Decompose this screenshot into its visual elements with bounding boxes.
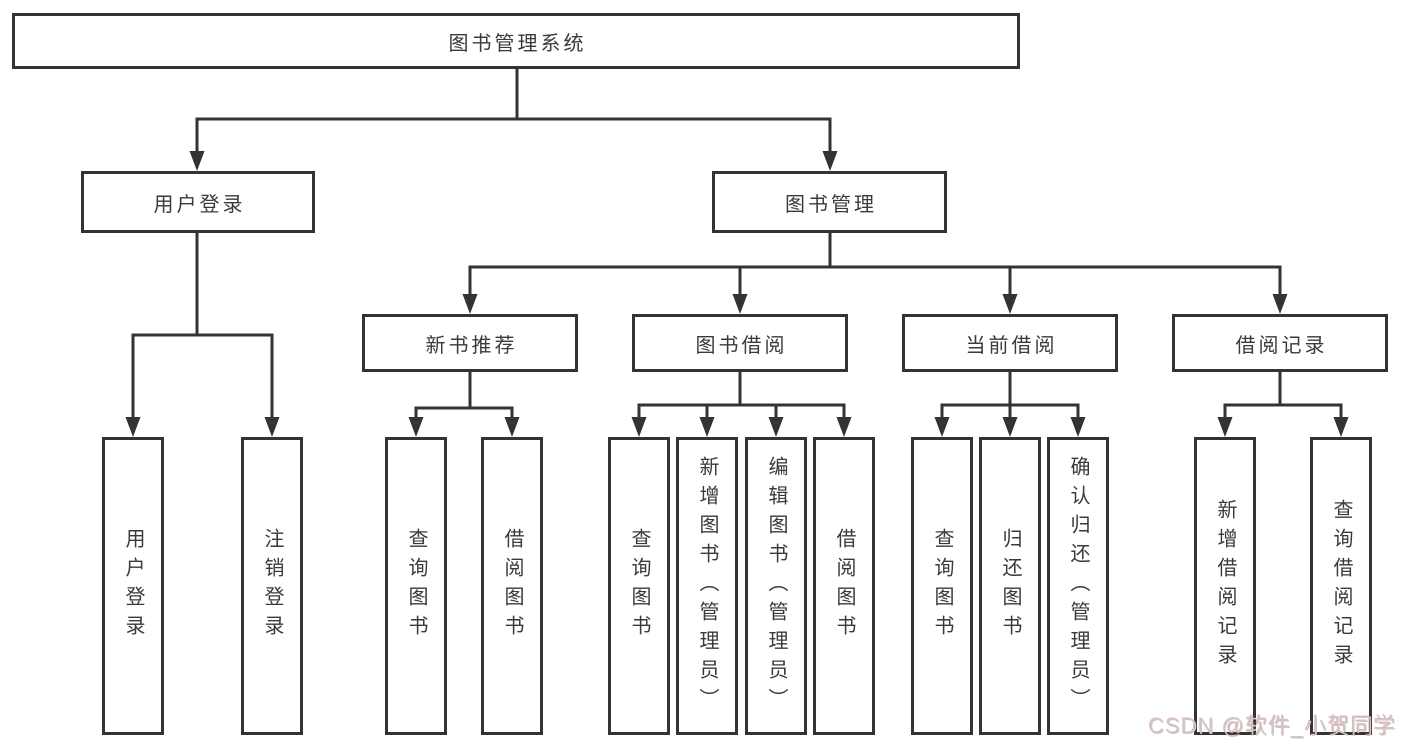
leaf-borrow-books: 借阅图书 bbox=[813, 437, 875, 735]
leaf-add-books-admin: 新增图书（管理员） bbox=[676, 437, 738, 735]
arrowheads bbox=[125, 151, 1349, 437]
csdn-watermark: CSDN @软件_小贺同学 bbox=[1148, 714, 1397, 739]
leaf-query-books-current: 查询图书 bbox=[911, 437, 973, 735]
leaf-confirm-return-admin: 确认归还（管理员） bbox=[1047, 437, 1109, 735]
node-label: 查询图书 bbox=[628, 528, 650, 644]
node-label: 新书推荐 bbox=[425, 334, 518, 357]
node-label: 图书管理系统 bbox=[448, 32, 587, 55]
leaf-return-books: 归还图书 bbox=[979, 437, 1041, 735]
node-label: 借阅图书 bbox=[833, 528, 855, 644]
leaf-query-books-recommend: 查询图书 bbox=[385, 437, 447, 735]
node-label: 归还图书 bbox=[999, 528, 1021, 644]
node-label: 注销登录 bbox=[261, 528, 283, 644]
node-label: 新增图书（管理员） bbox=[696, 455, 718, 717]
leaf-query-books-borrowing: 查询图书 bbox=[608, 437, 670, 735]
node-label: 新增借阅记录 bbox=[1214, 499, 1236, 673]
node-current-borrowing: 当前借阅 bbox=[902, 314, 1118, 372]
leaf-logout: 注销登录 bbox=[241, 437, 303, 735]
node-book-borrowing: 图书借阅 bbox=[632, 314, 848, 372]
node-label: 查询图书 bbox=[405, 528, 427, 644]
node-label: 图书借阅 bbox=[695, 334, 788, 357]
node-label: 查询图书 bbox=[931, 528, 953, 644]
leaf-borrow-books-recommend: 借阅图书 bbox=[481, 437, 543, 735]
node-label: 用户登录 bbox=[153, 193, 246, 216]
leaf-add-borrow-record: 新增借阅记录 bbox=[1194, 437, 1256, 735]
node-label: 用户登录 bbox=[122, 528, 144, 644]
node-label: 编辑图书（管理员） bbox=[765, 455, 787, 717]
node-label: 借阅图书 bbox=[501, 528, 523, 644]
leaf-query-borrow-record: 查询借阅记录 bbox=[1310, 437, 1372, 735]
node-label: 借阅记录 bbox=[1235, 334, 1328, 357]
node-library-management-system: 图书管理系统 bbox=[12, 13, 1020, 69]
node-label: 当前借阅 bbox=[965, 334, 1058, 357]
node-label: 确认归还（管理员） bbox=[1067, 455, 1089, 717]
node-label: 图书管理 bbox=[785, 193, 877, 216]
node-book-management: 图书管理 bbox=[712, 171, 947, 233]
node-user-login: 用户登录 bbox=[81, 171, 315, 233]
node-borrowing-records: 借阅记录 bbox=[1172, 314, 1388, 372]
node-label: 查询借阅记录 bbox=[1330, 499, 1352, 673]
leaf-user-login: 用户登录 bbox=[102, 437, 164, 735]
node-new-book-recommendation: 新书推荐 bbox=[362, 314, 578, 372]
leaf-edit-books-admin: 编辑图书（管理员） bbox=[745, 437, 807, 735]
